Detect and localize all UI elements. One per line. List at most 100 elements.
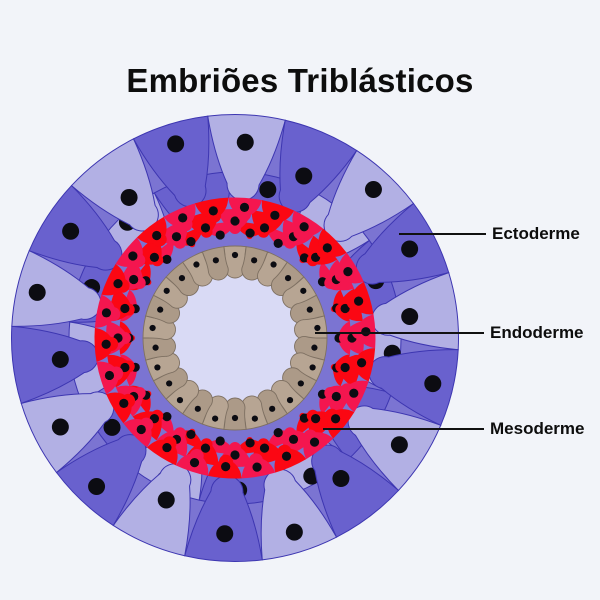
cell-nucleus: [216, 525, 234, 543]
cell-nucleus: [120, 362, 130, 373]
cell: [132, 115, 210, 208]
cell-nucleus: [62, 222, 80, 240]
cell-nucleus: [157, 306, 164, 313]
cell-nucleus: [149, 252, 159, 262]
cell-nucleus: [239, 202, 250, 212]
cell-nucleus: [300, 287, 307, 294]
cell-nucleus: [119, 398, 129, 408]
page-title: Embriões Triblásticos: [126, 62, 474, 100]
cell-nucleus: [285, 523, 303, 541]
cell-nucleus: [194, 405, 201, 412]
cell-nucleus: [231, 251, 239, 259]
cell-nucleus: [299, 222, 309, 232]
cell-nucleus: [162, 254, 172, 265]
cell-nucleus: [221, 462, 231, 472]
cell-nucleus: [270, 261, 277, 268]
cell-nucleus: [306, 306, 313, 313]
label-mesoderme: Mesoderme: [490, 419, 585, 438]
cell-nucleus: [332, 470, 350, 488]
cell-nucleus: [424, 375, 442, 393]
cell-nucleus: [231, 414, 239, 422]
cell-nucleus: [163, 287, 170, 294]
cell-nucleus: [245, 228, 255, 238]
cell-nucleus: [299, 413, 310, 423]
cell-nucleus: [361, 327, 371, 337]
cell-nucleus: [136, 424, 146, 435]
cell-nucleus: [270, 210, 280, 220]
cell-nucleus: [354, 296, 364, 306]
cell-nucleus: [200, 223, 211, 233]
cell-nucleus: [259, 223, 270, 233]
endoderm-cells: [142, 245, 328, 431]
blastocoel-center: [165, 268, 305, 408]
cell-nucleus: [186, 429, 196, 440]
cell-nucleus: [212, 257, 219, 264]
cell-nucleus: [128, 251, 138, 261]
endoderm-cells-nuclei: [149, 251, 321, 422]
cell-nucleus: [236, 133, 254, 151]
cell-nucleus: [295, 167, 313, 185]
cell-nucleus: [401, 240, 419, 258]
cell: [101, 263, 130, 296]
cell-nucleus: [215, 230, 225, 240]
cell-nucleus: [162, 411, 172, 422]
cell-nucleus: [259, 443, 270, 453]
cell-nucleus: [212, 415, 219, 422]
cell-nucleus: [273, 428, 283, 438]
cell-nucleus: [129, 274, 139, 285]
cell-nucleus: [401, 308, 419, 326]
cell-nucleus: [51, 350, 69, 368]
cell-nucleus: [167, 135, 185, 153]
cell-nucleus: [104, 370, 115, 381]
blastocoel-center-circle: [165, 268, 305, 408]
cell-nucleus: [288, 434, 299, 444]
cell-nucleus: [356, 358, 367, 368]
cell-nucleus: [314, 324, 321, 332]
cell-nucleus: [152, 230, 162, 241]
label-ectoderme: Ectoderme: [492, 224, 580, 243]
cell-nucleus: [120, 303, 130, 314]
cell-nucleus: [103, 418, 121, 436]
cell-nucleus: [281, 451, 292, 461]
cell-nucleus: [120, 188, 138, 206]
cell-nucleus: [178, 213, 188, 223]
cell-nucleus: [340, 303, 350, 314]
cell-nucleus: [322, 243, 332, 253]
cell-nucleus: [252, 462, 262, 472]
cell-nucleus: [88, 477, 106, 495]
cell-nucleus: [331, 391, 341, 402]
cell: [106, 392, 136, 424]
cell: [147, 436, 178, 466]
mesoderm-outer-cells-nuclei: [101, 202, 371, 472]
cell-nucleus: [364, 181, 382, 199]
cell-nucleus: [245, 438, 255, 448]
cell-nucleus: [193, 261, 200, 268]
cell-nucleus: [154, 364, 161, 371]
cell-nucleus: [101, 308, 112, 318]
cell-nucleus: [162, 442, 172, 453]
cell-nucleus: [311, 344, 318, 351]
cell-nucleus: [176, 397, 184, 404]
cell-nucleus: [200, 443, 211, 453]
cell-nucleus: [343, 266, 353, 277]
cell-nucleus: [230, 216, 240, 226]
cell-nucleus: [330, 414, 341, 424]
cell-nucleus: [208, 206, 218, 216]
cell-nucleus: [309, 437, 320, 447]
cell-nucleus: [178, 275, 186, 282]
cell-nucleus: [149, 324, 156, 332]
cell-nucleus: [51, 418, 69, 436]
cell-nucleus: [390, 436, 408, 454]
cell-nucleus: [113, 279, 123, 289]
cell-nucleus: [157, 491, 175, 509]
cell-nucleus: [166, 380, 173, 387]
cell-nucleus: [215, 436, 225, 446]
cell-nucleus: [311, 414, 321, 424]
cell-nucleus: [286, 397, 294, 404]
cell-nucleus: [340, 362, 350, 373]
cell-nucleus: [251, 257, 258, 264]
cell-nucleus: [101, 339, 111, 349]
cell-nucleus: [186, 236, 196, 247]
